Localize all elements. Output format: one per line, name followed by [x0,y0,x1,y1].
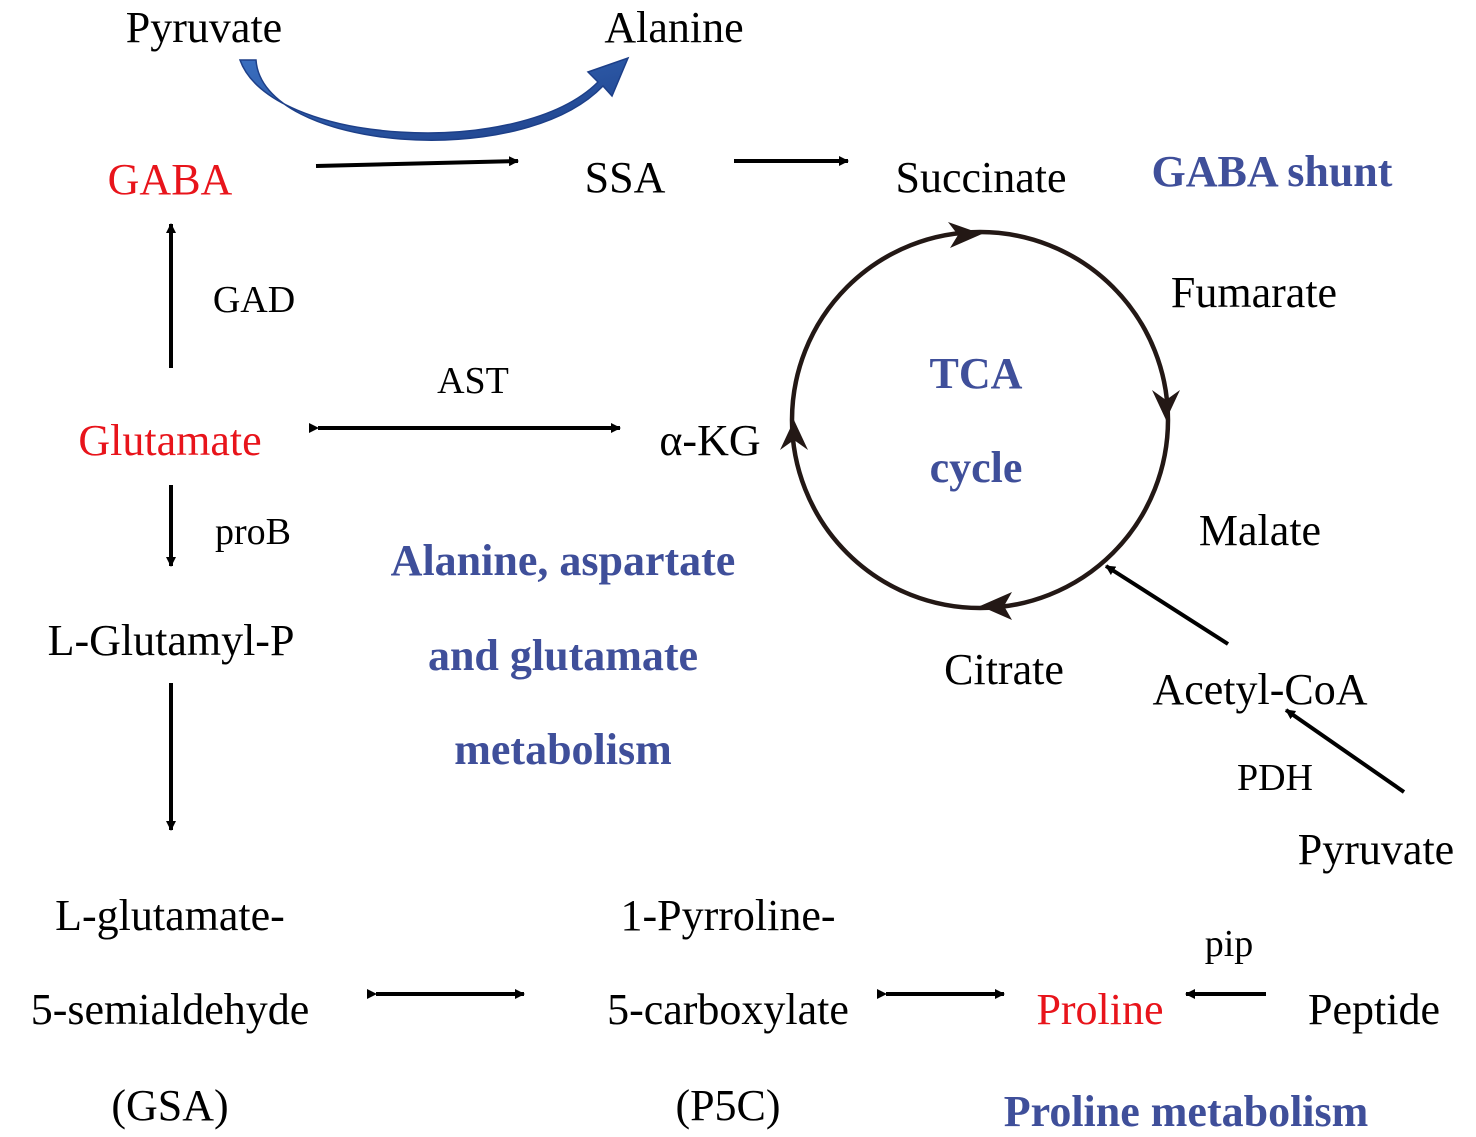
pathway-ala-asp-glu-line1: Alanine, aspartate [391,536,736,585]
metabolite-gsa-line2: 5-semialdehyde [31,985,310,1034]
cycle-arrowhead-bottom [980,592,1012,620]
metabolite-citrate: Citrate [944,645,1064,694]
metabolite-p5c-line1: 1-Pyrroline- [620,891,835,940]
metabolite-succinate: Succinate [895,153,1066,202]
gaba-to-ssa-arrow [315,156,519,168]
metabolite-pyruvate-top: Pyruvate [126,3,282,52]
pyruvate-to-acetylcoa-arrow [1284,708,1406,794]
enzyme-ast: AST [437,360,509,402]
metabolite-gaba: GABA [108,155,233,204]
acetylcoa-to-malate-arrow [1104,564,1230,646]
metabolite-fumarate: Fumarate [1171,268,1337,317]
metabolite-ssa: SSA [585,153,666,202]
pathway-ala-asp-glu-line3: metabolism [454,725,672,774]
pathway-proline-metabolism: Proline metabolism [1004,1087,1369,1136]
tca-cycle-ring [789,229,1171,611]
cycle-arrowhead-top [948,222,982,248]
cycle-arrowhead-left [780,420,808,450]
enzyme-pip: pip [1205,923,1254,965]
metabolite-p5c-line2: 5-carboxylate [607,985,849,1034]
pathway-tca-line1: TCA [930,349,1023,398]
cycle-arrowhead-right [1152,390,1180,420]
metabolite-gsa-line1: L-glutamate- [55,891,285,940]
pyruvate-alanine-curved-arrow [238,56,630,141]
metabolite-proline: Proline [1036,985,1163,1034]
metabolite-akg: α-KG [659,416,760,465]
pathway-tca-line2: cycle [930,443,1023,492]
metabolite-pyruvate-right: Pyruvate [1298,825,1454,874]
enzyme-pdh: PDH [1237,757,1313,799]
metabolite-malate: Malate [1199,506,1321,555]
metabolite-acetyl-coa: Acetyl-CoA [1152,665,1367,714]
metabolite-gsa-line3: (GSA) [111,1081,228,1130]
metabolite-p5c-line3: (P5C) [675,1081,780,1130]
metabolite-peptide: Peptide [1308,985,1440,1034]
enzyme-prob: proB [215,511,291,553]
pathway-gaba-shunt: GABA shunt [1152,147,1393,196]
enzyme-gad: GAD [213,279,295,321]
metabolite-glutamate: Glutamate [78,416,261,465]
metabolite-alanine: Alanine [604,3,743,52]
metabolite-l-glutamyl-p: L-Glutamyl-P [48,616,295,665]
pathway-ala-asp-glu-line2: and glutamate [428,631,698,680]
